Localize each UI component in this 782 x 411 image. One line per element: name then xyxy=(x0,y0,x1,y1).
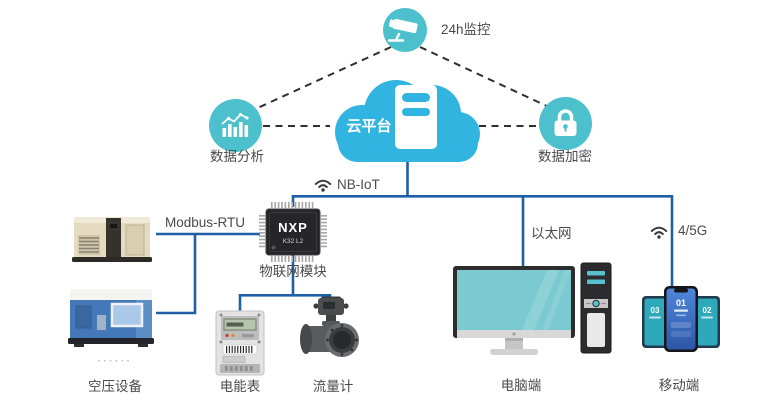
dash-camera-analysis xyxy=(250,46,392,112)
server-icon xyxy=(395,85,437,149)
phone-left: 03 xyxy=(642,296,668,348)
cloud-icon: 云平台 xyxy=(335,80,480,162)
phone-center: 01 xyxy=(664,286,698,352)
phone-left-number: 03 xyxy=(651,306,660,315)
wifi-icon xyxy=(314,179,332,192)
nbiot-label: NB-IoT xyxy=(337,177,380,192)
tower-icon xyxy=(580,262,612,354)
chip-model-text: K32 L2 xyxy=(283,238,304,245)
compressor-ellipsis: ······ xyxy=(97,356,133,367)
flow-meter-label: 流量计 xyxy=(312,379,354,394)
modbus-label: Modbus-RTU xyxy=(164,215,246,230)
lock-icon xyxy=(554,109,577,136)
cctv-camera-icon xyxy=(387,19,418,42)
encryption-label: 数据加密 xyxy=(538,149,592,164)
ethernet-label: 以太网 xyxy=(531,226,572,241)
chart-icon xyxy=(221,112,249,137)
air-compressor-blue-icon xyxy=(68,289,154,347)
cellular-label: 4/5G xyxy=(678,223,708,238)
camera-label: 24h监控 xyxy=(441,22,491,37)
air-compressor-beige-icon xyxy=(72,217,152,262)
air-compressor-2 xyxy=(64,284,160,348)
phone-center-number: 01 xyxy=(676,298,686,308)
pc-tower xyxy=(579,261,615,356)
energy-meter-icon xyxy=(215,310,265,376)
air-compressor-1 xyxy=(66,205,158,263)
chip-brand-text: NXP xyxy=(278,220,308,235)
flow-meter-node xyxy=(298,296,364,362)
wifi-icon xyxy=(650,226,668,239)
analysis-label: 数据分析 xyxy=(210,149,264,164)
iot-module-label: 物联网模块 xyxy=(259,264,327,279)
flow-meter-icon xyxy=(300,296,359,357)
encryption-node xyxy=(539,97,592,150)
phones-icon: 03 02 01 xyxy=(642,286,720,352)
monitor-icon xyxy=(453,266,575,355)
phone-right: 02 xyxy=(694,296,720,348)
cloud-label: 云平台 xyxy=(346,117,391,135)
pc-node xyxy=(452,263,578,358)
line-modbus-branch xyxy=(156,234,197,315)
analysis-node xyxy=(209,99,262,152)
camera-node xyxy=(383,8,427,52)
energy-meter-label: 电能表 xyxy=(219,379,261,394)
mobile-label: 移动端 xyxy=(658,378,700,393)
mobile-node: 03 02 01 xyxy=(638,284,724,360)
phone-right-number: 02 xyxy=(703,306,712,315)
nxp-chip-icon: NXP K32 L2 xyxy=(259,202,327,262)
compressor-label: 空压设备 xyxy=(88,379,142,394)
line-bus xyxy=(291,195,674,287)
iot-module-node: NXP K32 L2 xyxy=(259,202,327,262)
energy-meter-node xyxy=(212,309,268,379)
cloud-node: 云平台 xyxy=(318,76,488,168)
pc-label: 电脑端 xyxy=(500,378,542,393)
